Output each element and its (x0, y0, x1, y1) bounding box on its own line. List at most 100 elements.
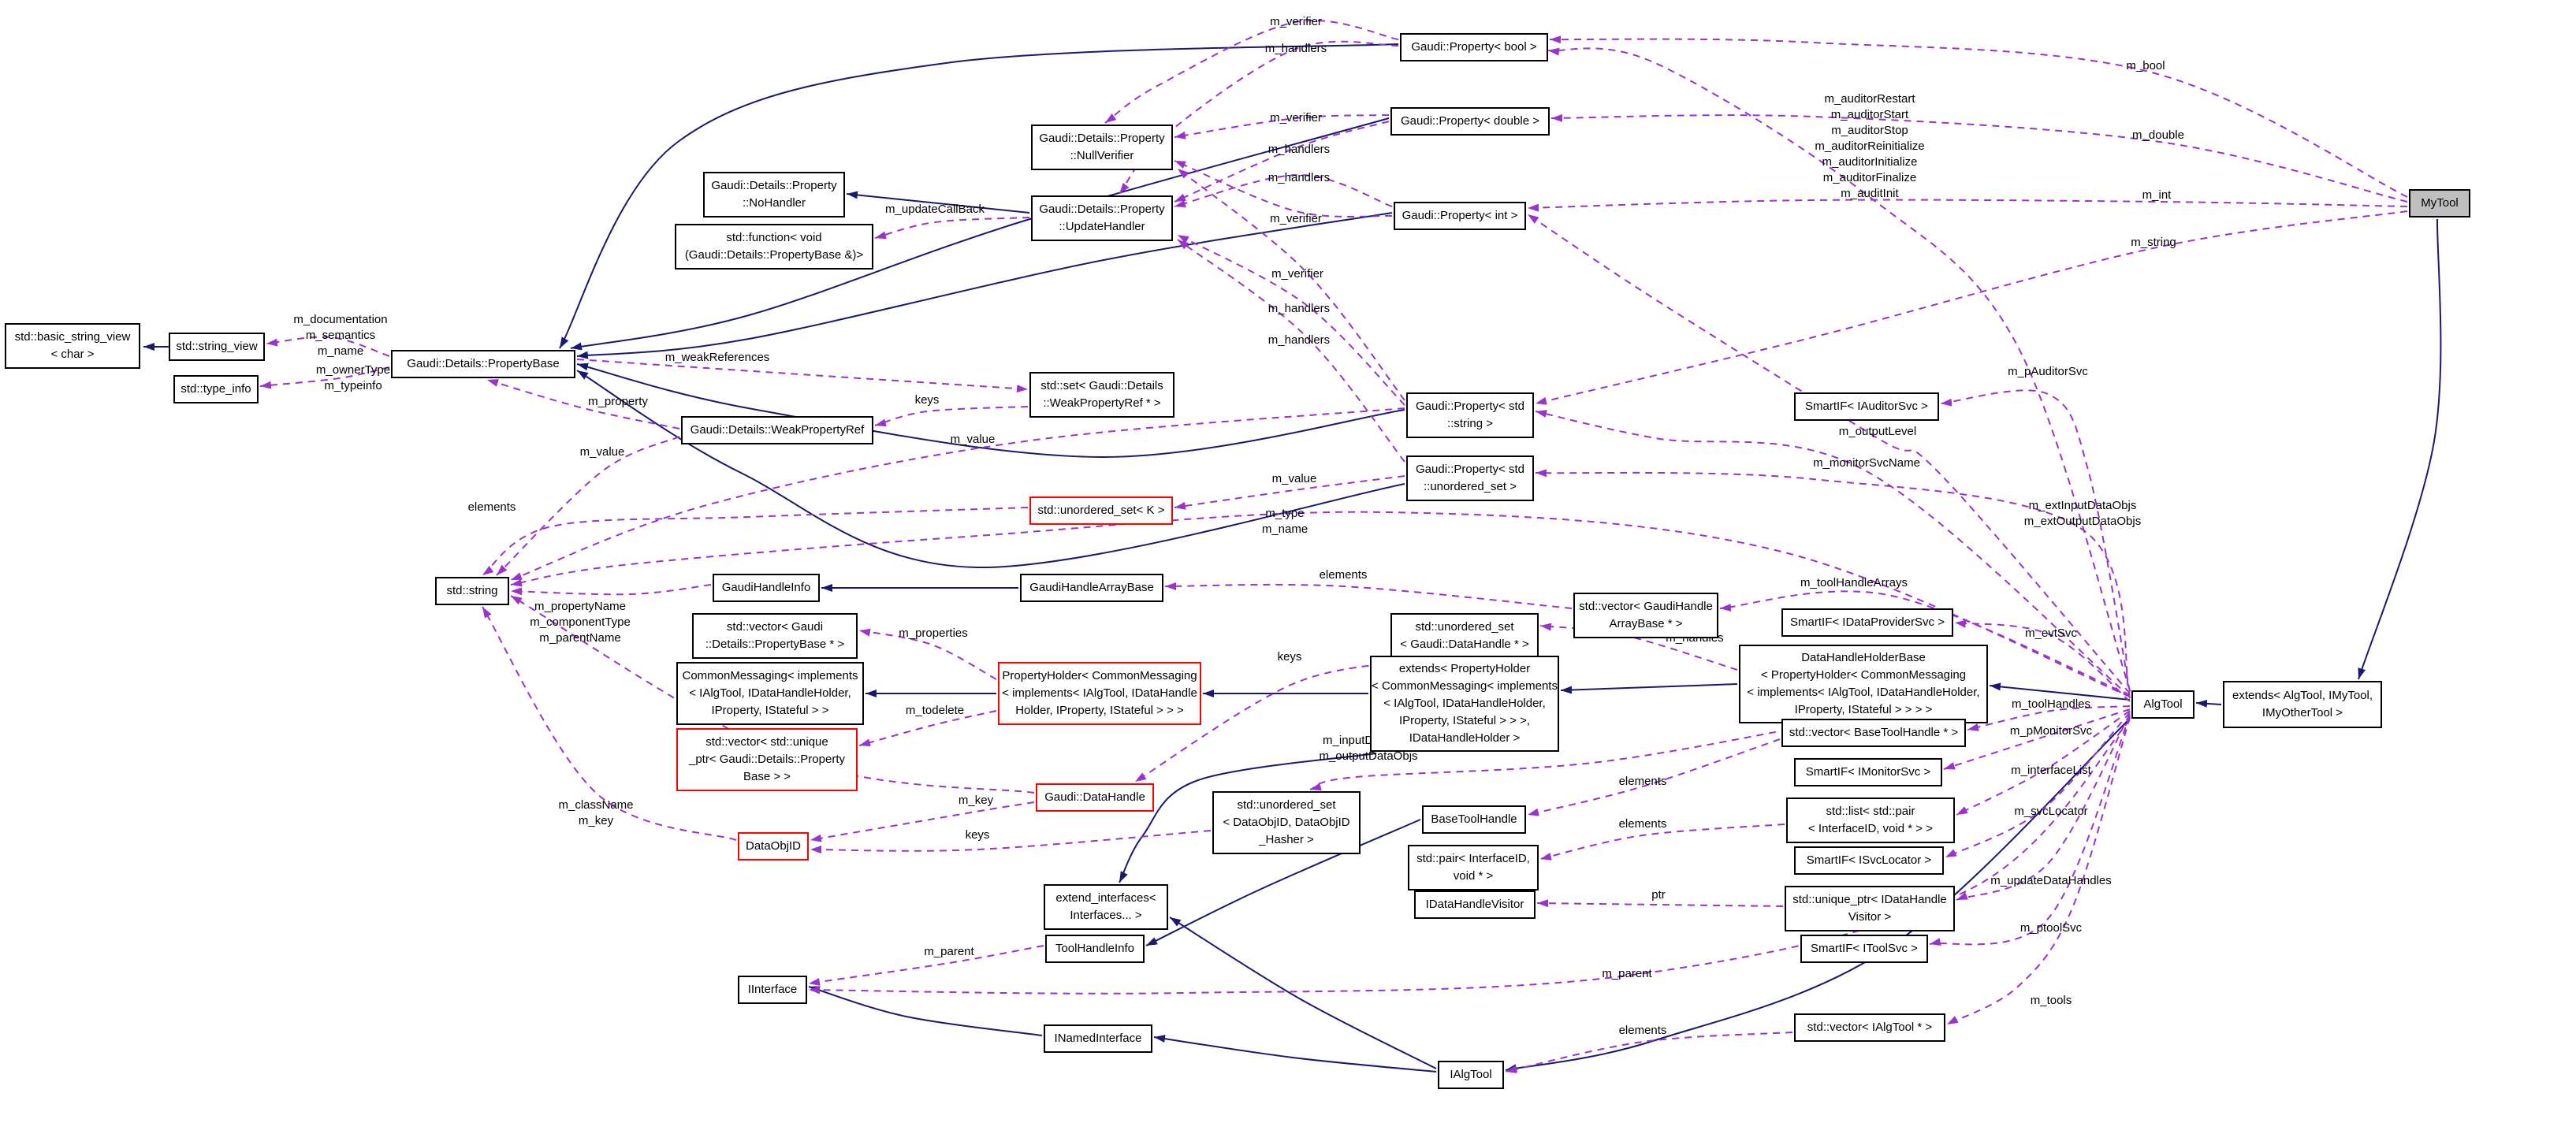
node-property-base[interactable]: Gaudi::Details::PropertyBase (391, 350, 575, 378)
node-std-string[interactable]: std::string (435, 577, 509, 605)
edge-label-algtool-iinterface: m_parent (1602, 967, 1652, 980)
node-smartif-isvclocator[interactable]: SmartIF< ISvcLocator > (1794, 846, 1944, 875)
edge-label-algtool-vec-basetoolhandle: m_toolHandles (2011, 697, 2091, 711)
node-tool-handle-info[interactable]: ToolHandleInfo (1045, 935, 1145, 963)
node-prop-uset[interactable]: Gaudi::Property< std ::unordered_set > (1406, 455, 1534, 501)
node-uset-datahandle[interactable]: std::unordered_set < Gaudi::DataHandle *… (1390, 613, 1539, 659)
edge-label-mytool-prop-string: m_string (2131, 236, 2176, 249)
node-type-info[interactable]: std::type_info (173, 375, 259, 403)
edge-label-weak-property-ref-property-base: m_property (588, 395, 648, 408)
node-vec-basetoolhandle[interactable]: std::vector< BaseToolHandle * > (1781, 719, 1966, 747)
node-prop-string[interactable]: Gaudi::Property< std ::string > (1406, 392, 1534, 438)
node-null-verifier[interactable]: Gaudi::Details::Property ::NullVerifier (1031, 125, 1173, 170)
node-data-handle-holder-base[interactable]: DataHandleHolderBase < PropertyHolder< C… (1739, 645, 1988, 723)
node-extends-property-holder[interactable]: extends< PropertyHolder < CommonMessagin… (1370, 656, 1559, 752)
edge-vec-gaudi-handle-array-gaudi-handle-array-base (1164, 582, 1573, 609)
edge-property-holder-vec-propertybase (858, 628, 997, 680)
edge-list-pair-interfaceid-pair-interfaceid-void (1539, 824, 1785, 861)
edge-label-unique-idatahandlevisitor-idatahandlevisitor: ptr (1651, 888, 1666, 902)
edge-mytool-prop-double (1550, 113, 2408, 203)
edge-label-algtool-smartif-iauditorsvc: m_pAuditorSvc (2008, 365, 2088, 378)
node-prop-bool[interactable]: Gaudi::Property< bool > (1400, 33, 1548, 61)
edge-label-vec-ialgtool-ialgtool: elements (1618, 1024, 1667, 1037)
edge-label-algtool-prop-string: m_monitorSvcName (1813, 456, 1920, 470)
node-vec-unique-propertybase[interactable]: std::vector< std::unique _ptr< Gaudi::De… (676, 728, 858, 791)
edge-label-prop-string-null-verifier: m_verifier (1271, 267, 1323, 281)
edge-label-algtool-smartif-isvclocator: m_svcLocator (2014, 805, 2088, 818)
node-smartif-iauditorsvc[interactable]: SmartIF< IAuditorSvc > (1794, 392, 1939, 421)
node-weakref-set[interactable]: std::set< Gaudi::Details ::WeakPropertyR… (1029, 372, 1174, 418)
node-common-messaging[interactable]: CommonMessaging< implements < IAlgTool, … (676, 662, 864, 725)
node-ialgtool[interactable]: IAlgTool (1438, 1061, 1504, 1089)
node-smartif-imonitorsvc[interactable]: SmartIF< IMonitorSvc > (1794, 758, 1942, 786)
node-dataobjid[interactable]: DataObjID (738, 832, 809, 861)
edge-weakref-set-weak-property-ref (874, 406, 1029, 427)
edge-prop-bool-null-verifier (1104, 20, 1399, 124)
edge-update-handler-std-function (874, 217, 1030, 240)
edge-algtool-smartif-iauditorsvc (1940, 389, 2131, 693)
node-property-holder[interactable]: PropertyHolder< CommonMessaging < implem… (998, 662, 1201, 725)
node-algtool[interactable]: AlgTool (2131, 690, 2194, 719)
node-idatahandlevisitor[interactable]: IDataHandleVisitor (1414, 890, 1536, 919)
node-base-tool-handle[interactable]: BaseToolHandle (1422, 805, 1526, 834)
edge-label-algtool-smartif-itoolsvc: m_ptoolSvc (2019, 921, 2083, 935)
edge-ialgtool-inamed-interface (1153, 1035, 1437, 1073)
node-no-handler[interactable]: Gaudi::Details::Property ::NoHandler (703, 172, 845, 218)
node-std-function[interactable]: std::function< void (Gaudi::Details::Pro… (675, 224, 873, 270)
node-prop-double[interactable]: Gaudi::Property< double > (1390, 107, 1550, 136)
node-mytool[interactable]: MyTool (2409, 189, 2470, 218)
node-vec-propertybase[interactable]: std::vector< Gaudi ::Details::PropertyBa… (692, 613, 858, 659)
edge-vec-ialgtool-ialgtool (1505, 1032, 1793, 1073)
edge-mytool-prop-string (1535, 210, 2408, 405)
edge-prop-uset-uset-k (1174, 475, 1405, 510)
edge-update-handler-no-handler (846, 191, 1030, 214)
node-update-handler[interactable]: Gaudi::Details::Property ::UpdateHandler (1031, 195, 1173, 241)
node-iinterface[interactable]: IInterface (738, 976, 807, 1004)
edge-dataobjid-std-string (482, 606, 737, 841)
edge-label-mytool-prop-bool: m_bool (2126, 59, 2165, 73)
node-pair-interfaceid-void[interactable]: std::pair< InterfaceID, void * > (1408, 845, 1539, 890)
edge-inamed-interface-iinterface (808, 986, 1043, 1036)
edge-label-mytool-prop-double: m_double (2132, 128, 2184, 142)
node-gaudi-handle-array-base[interactable]: GaudiHandleArrayBase (1020, 574, 1163, 602)
node-extends-mytool[interactable]: extends< AlgTool, IMyTool, IMyOtherTool … (2223, 681, 2382, 728)
edge-algtool-smartif-isvclocator (1945, 712, 2131, 858)
node-vec-ialgtool[interactable]: std::vector< IAlgTool * > (1794, 1013, 1945, 1042)
edge-weak-property-ref-property-base (486, 379, 680, 429)
node-gaudi-handle-info[interactable]: GaudiHandleInfo (713, 574, 820, 602)
edge-gaudi-handle-info-std-string (510, 584, 712, 596)
edge-label-algtool-vec-ialgtool: m_tools (2030, 994, 2072, 1007)
edge-prop-string-null-verifier (1177, 168, 1405, 401)
node-gaudi-data-handle[interactable]: Gaudi::DataHandle (1036, 783, 1154, 812)
node-string-view[interactable]: std::string_view (169, 333, 265, 361)
edge-label-algtool-prop-int: m_outputLevel (1838, 425, 1917, 438)
edge-label-vec-basetoolhandle-base-tool-handle: elements (1618, 775, 1667, 788)
edge-algtool-smartif-imonitorsvc (1943, 708, 2131, 770)
edge-tool-handle-info-iinterface (808, 945, 1044, 986)
edge-property-base-string-view (266, 336, 390, 357)
node-unique-idatahandlevisitor[interactable]: std::unique_ptr< IDataHandle Visitor > (1785, 886, 1955, 931)
edge-label-mytool-prop-int: m_int (2142, 188, 2172, 202)
edge-data-handle-holder-base-extends-property-holder (1560, 683, 1738, 694)
edge-label-prop-double-null-verifier: m_verifier (1270, 111, 1322, 125)
node-prop-int[interactable]: Gaudi::Property< int > (1394, 202, 1526, 230)
node-weak-property-ref[interactable]: Gaudi::Details::WeakPropertyRef (681, 416, 873, 444)
node-list-pair-interfaceid[interactable]: std::list< std::pair < InterfaceID, void… (1786, 798, 1955, 843)
node-inamed-interface[interactable]: INamedInterface (1044, 1024, 1152, 1053)
node-uset-dataobjid[interactable]: std::unordered_set < DataObjID, DataObjI… (1212, 791, 1361, 854)
node-smartif-idataprovidersvc[interactable]: SmartIF< IDataProviderSvc > (1781, 608, 1953, 637)
node-basic-string-view[interactable]: std::basic_string_view < char > (5, 323, 140, 369)
node-smartif-itoolsvc[interactable]: SmartIF< IToolSvc > (1800, 935, 1928, 963)
edge-label-prop-string-update-handler: m_handlers (1268, 302, 1331, 315)
edge-label-property-base-string-view: m_documentation m_semantics m_name (293, 313, 388, 358)
edge-algtool-smartif-idataprovidersvc (1954, 619, 2131, 702)
node-uset-k[interactable]: std::unordered_set< K > (1029, 496, 1173, 525)
edge-label-property-base-type-info: m_ownerType m_typeinfo (315, 363, 391, 392)
node-vec-gaudi-handle-array[interactable]: std::vector< GaudiHandle ArrayBase * > (1573, 593, 1718, 638)
edge-label-prop-bool-null-verifier: m_verifier (1270, 15, 1322, 28)
edge-prop-string-property-base (576, 363, 1405, 459)
edge-label-prop-int-update-handler: m_handlers (1268, 171, 1331, 184)
edge-base-tool-handle-tool-handle-info (1145, 819, 1421, 946)
node-extend-interfaces[interactable]: extend_interfaces< Interfaces... > (1044, 884, 1168, 930)
edge-extends-mytool-algtool (2195, 699, 2222, 708)
